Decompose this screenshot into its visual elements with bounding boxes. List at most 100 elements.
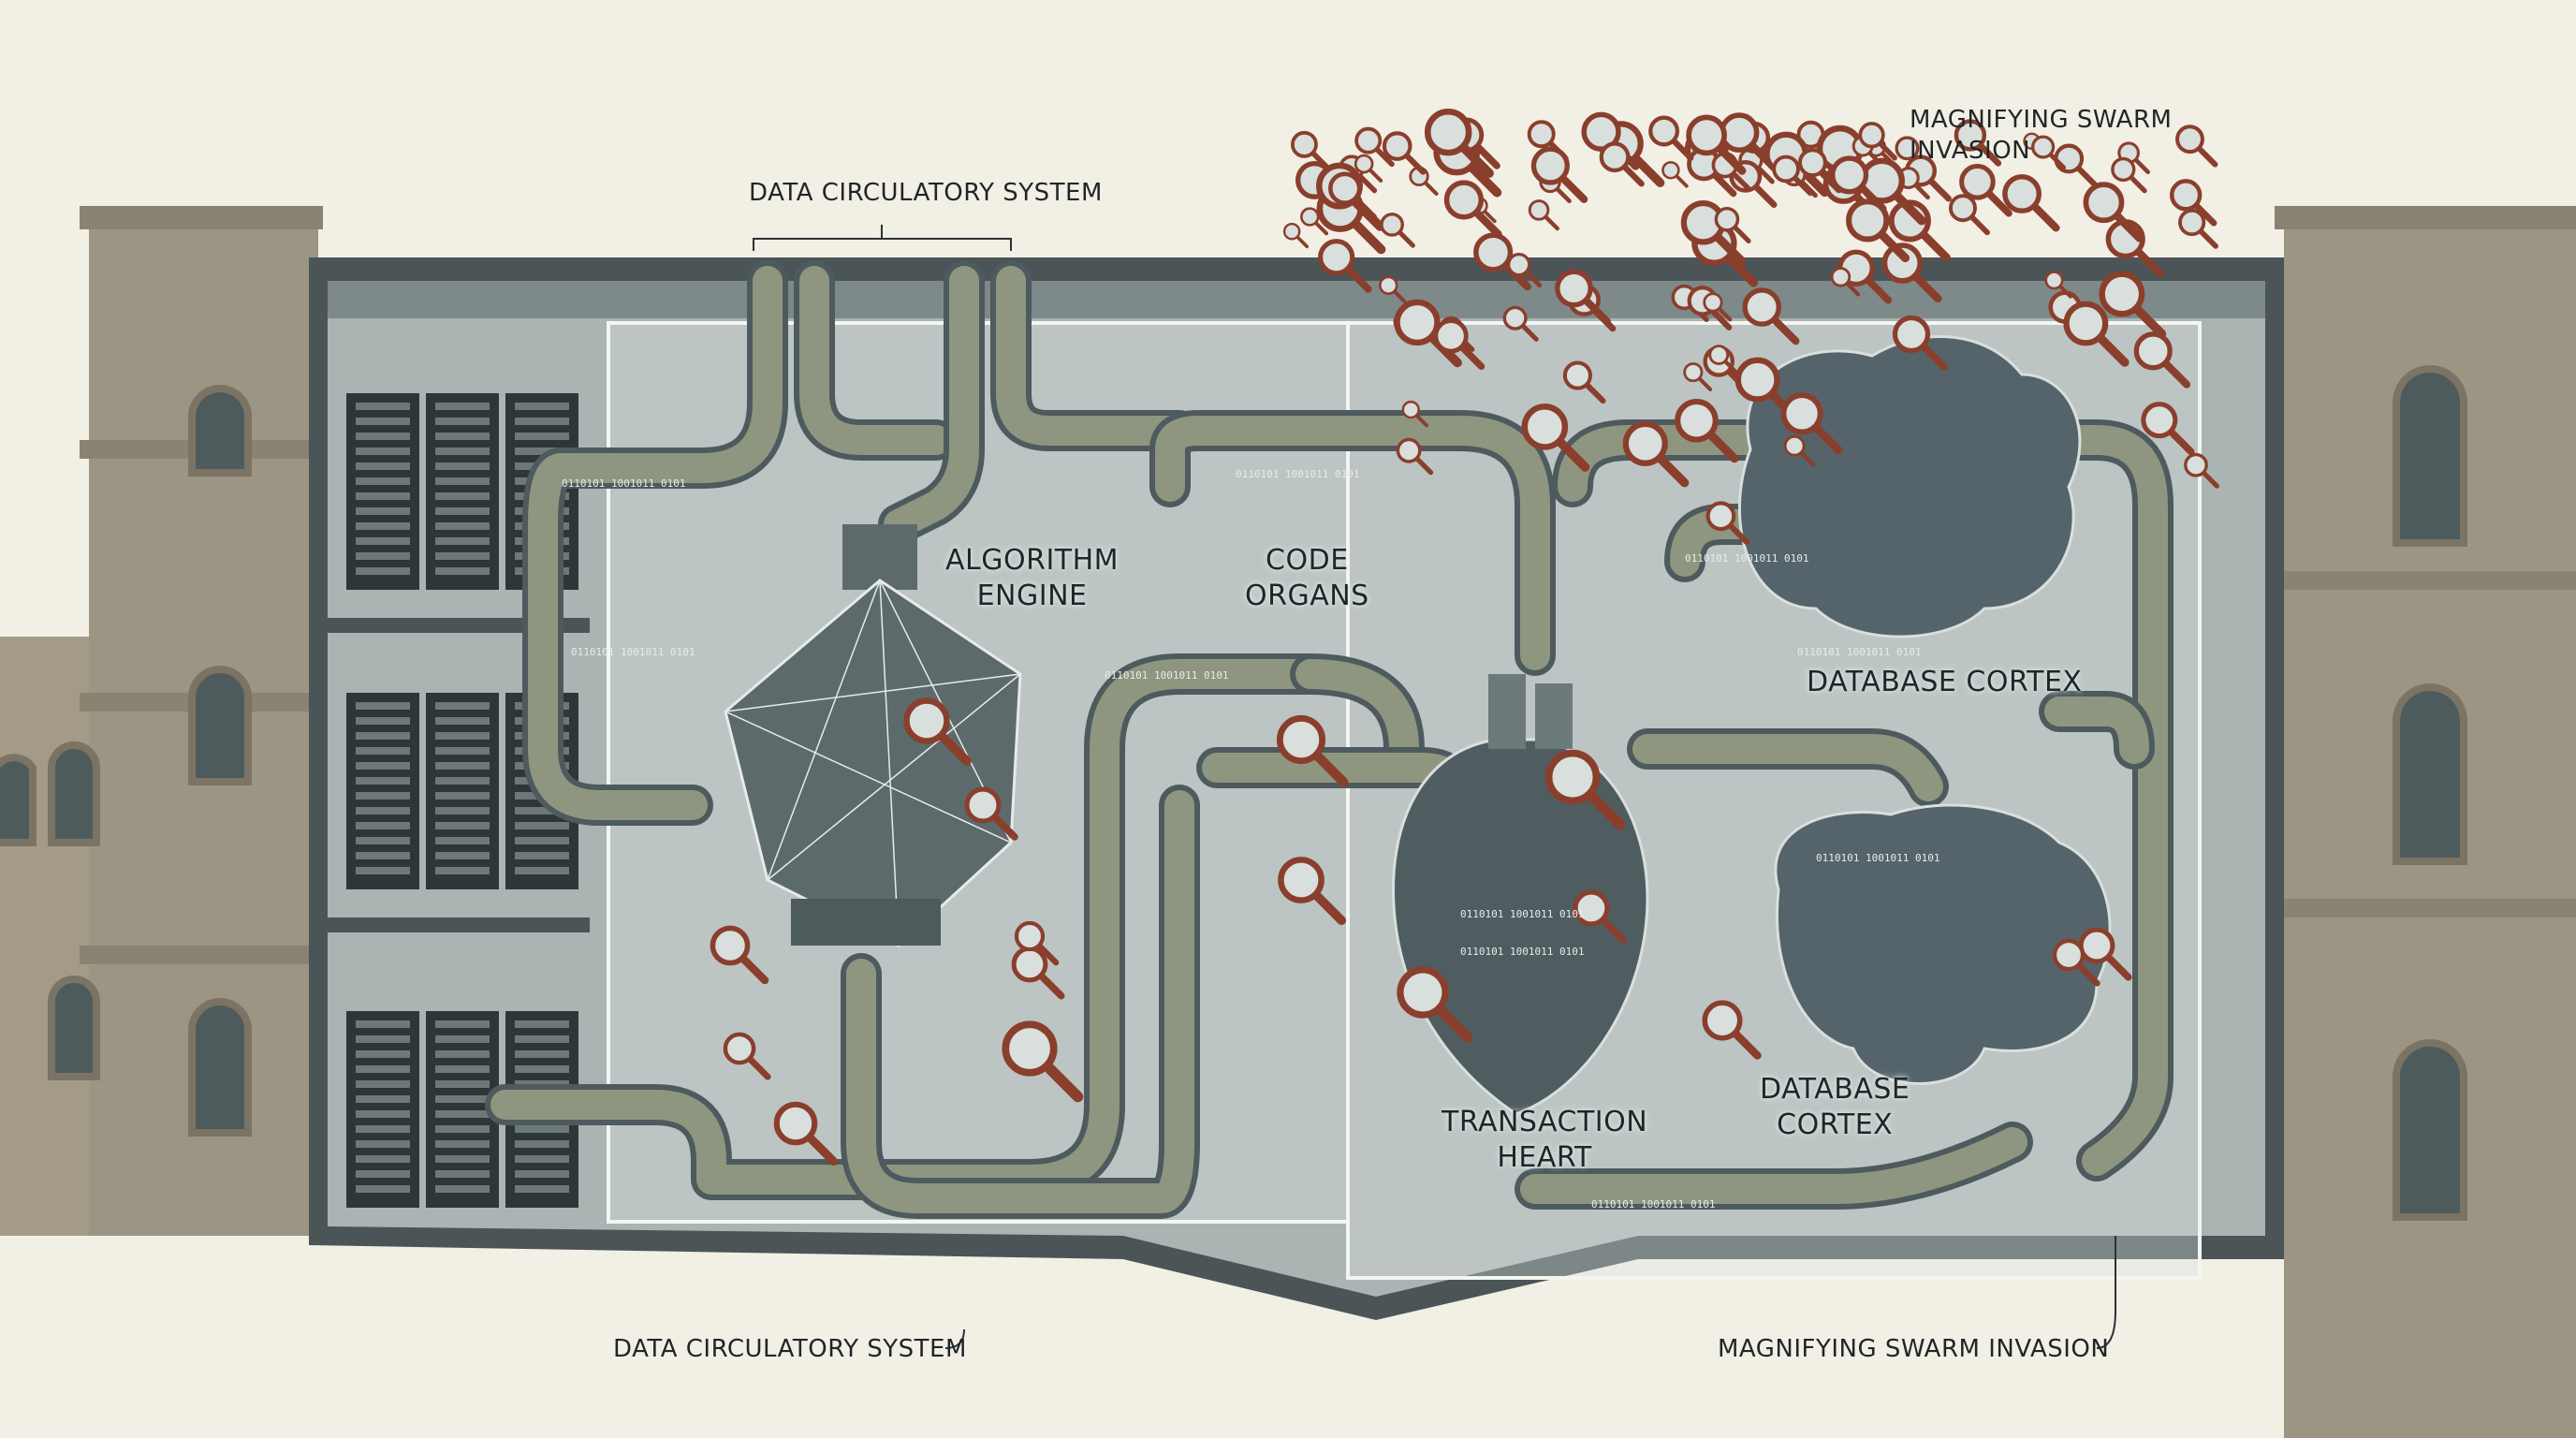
- server-slot: [435, 702, 490, 710]
- magnifier-lens: [1354, 154, 1374, 174]
- magnifier-handle: [1599, 916, 1627, 944]
- magnifier-handle: [1397, 229, 1415, 248]
- label-line: DATABASE: [1760, 1073, 1910, 1106]
- magnifier-icon: [773, 1101, 839, 1167]
- magnifier-lens: [1011, 946, 1048, 983]
- magnifier-lens: [1661, 161, 1680, 180]
- magnifier-lens: [1291, 130, 1318, 158]
- magnifier-lens: [2175, 125, 2204, 154]
- magnifier-lens: [1714, 206, 1740, 232]
- magnifier-lens: [1278, 857, 1325, 903]
- label-line: INVASION: [1910, 136, 2031, 165]
- magnifier-icon: [1521, 404, 1590, 472]
- pipe: [884, 266, 979, 539]
- magnifier-handle: [1392, 289, 1408, 304]
- magnifier-handle: [1751, 183, 1778, 209]
- binary-text: 0110101 1001011 0101: [562, 477, 685, 490]
- server-slot: [435, 1155, 490, 1163]
- magnifier-icon: [1703, 292, 1733, 322]
- magnifier-handle: [1984, 189, 2012, 217]
- magnifier-handle: [1414, 413, 1428, 428]
- label-line: CORTEX: [1777, 1108, 1894, 1141]
- server-slot: [515, 433, 569, 440]
- server-slot: [515, 1140, 569, 1148]
- pipe: [1295, 659, 1419, 764]
- label-leader-lines: [753, 225, 2116, 1349]
- server-slot: [356, 837, 410, 844]
- magnifier-handle: [2075, 961, 2100, 987]
- server-slot: [356, 492, 410, 500]
- magnifier-lens: [1401, 400, 1420, 419]
- magnifier-icon: [2052, 938, 2100, 987]
- magnifier-icon: [1783, 434, 1816, 467]
- magnifier-lens: [1846, 198, 1890, 242]
- magnifier-handle: [1919, 342, 1948, 371]
- magnifier-lens: [710, 925, 751, 966]
- magnifier-lens: [964, 786, 1002, 824]
- magnifier-handle: [990, 813, 1018, 841]
- magnifier-lens: [1830, 155, 1869, 195]
- label-code-organs: CODE ORGANS: [1245, 543, 1369, 613]
- magnifier-icon: [1014, 920, 1060, 966]
- magnifier-lens: [1772, 154, 1800, 183]
- server-slot: [356, 462, 410, 470]
- magnifier-handle: [1352, 195, 1378, 221]
- server-slot: [435, 867, 490, 874]
- label-database-cortex-lower: DATABASE CORTEX: [1760, 1072, 1910, 1142]
- magnifier-handle: [2104, 953, 2132, 981]
- magnifier-handle: [2029, 201, 2060, 232]
- label-magnifying-swarm-bottom: MAGNIFYING SWARM INVASION: [1718, 1335, 2110, 1363]
- magnifier-handle: [1483, 209, 1497, 224]
- magnifier-handle: [1403, 152, 1427, 175]
- server-slot: [435, 567, 490, 575]
- magnifier-handle: [1620, 163, 1645, 187]
- server-slot: [435, 792, 490, 800]
- server-slot: [435, 1050, 490, 1058]
- magnifier-lens: [1394, 299, 1441, 346]
- pipe: [799, 266, 951, 455]
- magnifier-lens: [2083, 182, 2125, 224]
- pipe: [1632, 734, 1943, 801]
- magnifier-handle: [1041, 1060, 1084, 1103]
- magnifier-icon: [2031, 135, 2066, 170]
- magnifier-icon: [1719, 112, 1778, 172]
- binary-text: 0110101 1001011 0101: [1105, 669, 1228, 682]
- magnifier-handle: [1343, 264, 1372, 293]
- magnifier-handle: [1654, 452, 1690, 488]
- magnifier-lens: [1858, 122, 1885, 149]
- magnifier-handle: [1769, 315, 1800, 345]
- server-slot: [435, 448, 490, 455]
- magnifier-icon: [1680, 199, 1747, 266]
- magnifier-lens: [1502, 305, 1528, 330]
- magnifier-icon: [1562, 360, 1606, 404]
- magnifier-icon: [1675, 398, 1739, 463]
- magnifier-handle: [2160, 359, 2191, 389]
- magnifier-lens: [1686, 114, 1727, 156]
- magnifier-lens: [1830, 267, 1852, 287]
- magnifier-icon: [1686, 114, 1747, 175]
- magnifier-icon: [1859, 157, 1926, 226]
- magnifier-handle: [1844, 281, 1861, 297]
- magnifier-lens: [1282, 222, 1301, 241]
- server-slot: [515, 1125, 569, 1133]
- magnifier-handle: [1708, 307, 1733, 330]
- server-slot: [435, 1170, 490, 1178]
- magnifier-icon: [1401, 400, 1428, 428]
- binary-text: 0110101 1001011 0101: [1591, 1198, 1715, 1211]
- server-slot: [515, 1155, 569, 1163]
- server-slot: [435, 462, 490, 470]
- magnifier-icon: [2044, 271, 2072, 299]
- magnifier-handle: [1877, 140, 1897, 161]
- magnifier-handle: [1558, 173, 1588, 203]
- magnifier-handle: [1583, 381, 1606, 404]
- magnifier-lens: [1555, 269, 1593, 308]
- magnifier-icon: [1300, 207, 1329, 236]
- left-building: [0, 206, 323, 1236]
- magnifier-icon: [1291, 130, 1331, 171]
- magnifier-handle: [2133, 157, 2151, 175]
- magnifier-icon: [1380, 213, 1415, 248]
- magnifier-lens: [1648, 115, 1680, 147]
- magnifier-icon: [1396, 437, 1434, 476]
- magnifier-handle: [1912, 182, 1930, 200]
- server-slot: [435, 492, 490, 500]
